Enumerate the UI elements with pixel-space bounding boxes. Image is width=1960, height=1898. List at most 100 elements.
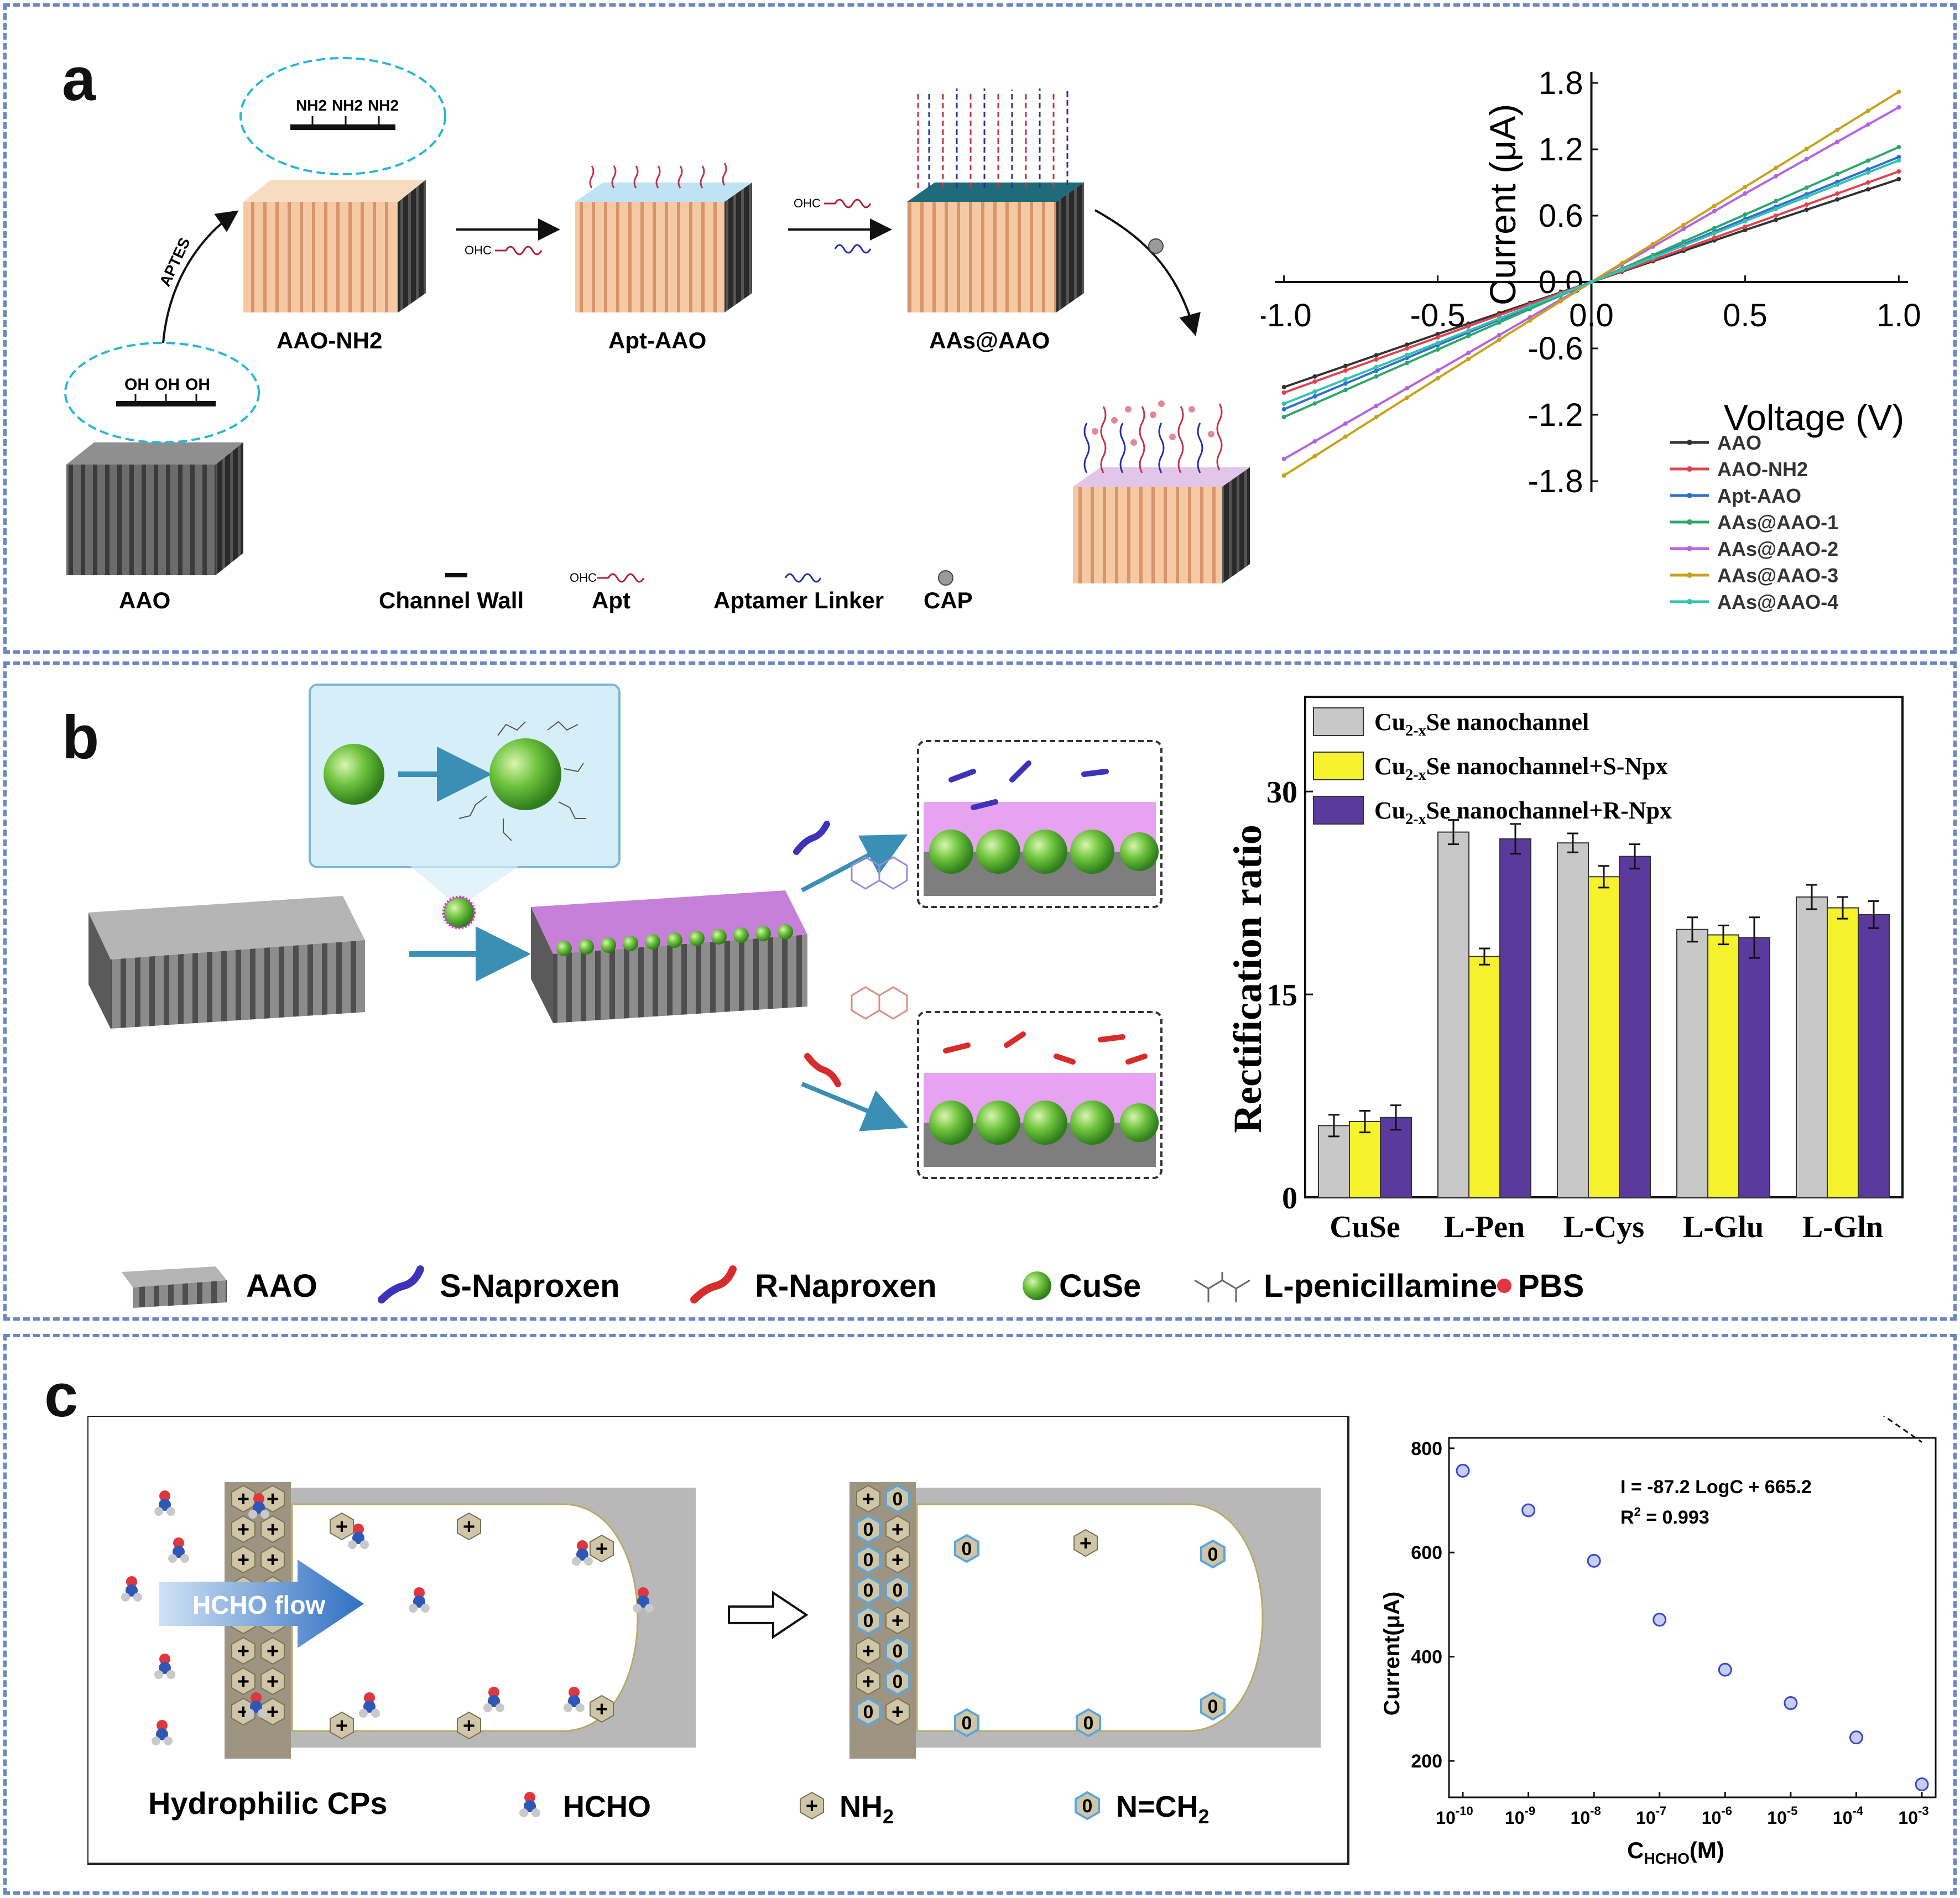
cal-y-tick-label: 600 (1411, 1542, 1442, 1563)
aao-block (66, 442, 243, 575)
legend-apt-prefix: OHC (570, 571, 597, 585)
s-naproxen-molecule-icon (793, 821, 830, 855)
legend-l-penicillamine: L-penicillamine (1264, 1268, 1497, 1304)
iv-y-tick-label: -1.2 (1528, 397, 1583, 433)
s-naproxen-zoom-box (917, 740, 1163, 908)
iv-legend-marker (1687, 519, 1692, 525)
cal-x-tick-label: 10-8 (1571, 1804, 1601, 1828)
iv-data-point (1835, 127, 1840, 132)
iv-data-point (1835, 171, 1840, 176)
cal-data-point (1849, 1730, 1863, 1745)
iv-data-point (1374, 357, 1379, 362)
iv-x-tick-label: 0.0 (1569, 298, 1614, 333)
functionalized-particle-small (442, 895, 476, 930)
aas-aao-block (907, 88, 1084, 312)
iv-legend-label: AAs@AAO-4 (1717, 591, 1838, 613)
iv-data-point (1343, 388, 1348, 393)
cal-x-tick-label: 10-3 (1898, 1804, 1928, 1828)
bar-y-tick-label: 0 (1282, 1181, 1297, 1216)
bar-legend-swatch (1313, 752, 1364, 780)
iv-data-point (1896, 158, 1901, 163)
iv-data-point (1497, 316, 1502, 321)
cal-data-point (1587, 1553, 1601, 1568)
iv-data-point (1896, 169, 1901, 174)
iv-data-point (1650, 242, 1655, 247)
cuse-sphere-functionalized (489, 738, 561, 810)
iv-legend-marker (1687, 572, 1692, 578)
hydrophilic-cps-caption: Hydrophilic CPs (148, 1786, 388, 1821)
iv-legend-label: AAs@AAO-2 (1717, 538, 1838, 560)
iv-data-point (1712, 204, 1717, 208)
iv-data-point (1620, 260, 1625, 265)
iv-data-point (1312, 401, 1317, 406)
oh-label-1: OH (124, 376, 149, 394)
iv-data-point (1650, 255, 1655, 260)
iv-data-point (1343, 363, 1348, 368)
iv-data-point (1281, 457, 1286, 461)
apt-strand-icon-1 (495, 246, 543, 255)
iv-legend-marker (1687, 466, 1692, 472)
r-naproxen-legend-icon (690, 1265, 737, 1303)
iv-data-point (1528, 318, 1532, 323)
legend-channel-wall: Channel Wall (379, 587, 524, 613)
iv-legend-label: AAO (1717, 431, 1761, 454)
iv-data-point (1896, 145, 1901, 149)
cal-y-axis-label: Current(μA) (1380, 1592, 1404, 1715)
iv-data-point (1497, 337, 1502, 342)
iv-y-tick-label: 1.8 (1539, 65, 1583, 101)
iv-data-point (1466, 328, 1471, 333)
iv-data-point (1343, 421, 1348, 426)
bar-y-tick-label: 30 (1266, 775, 1297, 810)
iv-data-point (1312, 394, 1317, 399)
aptamer-linker-icon-1 (834, 244, 872, 254)
iv-data-point (1435, 341, 1440, 345)
nh2-label-3: NH2 (368, 97, 399, 114)
iv-data-point (1620, 268, 1625, 272)
cal-x-tick-label: 10-9 (1505, 1804, 1535, 1828)
iv-data-point (1374, 353, 1379, 358)
iv-data-point (1312, 374, 1317, 379)
ohc-label-2: OHC (794, 196, 821, 210)
legend-cap: CAP (924, 587, 973, 613)
bar (1588, 876, 1620, 1198)
nh2-label-2: NH2 (332, 97, 363, 114)
panel-c (3, 1334, 1957, 1895)
iv-data-point (1374, 404, 1379, 408)
iv-data-point (1681, 222, 1686, 227)
bar-legend-label: Cu2-xSe nanochannel (1374, 708, 1589, 739)
iv-data-point (1681, 239, 1686, 244)
iv-data-point (1405, 386, 1410, 390)
iv-y-tick-label: -0.6 (1528, 331, 1583, 367)
legend-n-ch2: N=CH2 (1116, 1790, 1210, 1828)
aptamer-linker-legend-icon (784, 573, 822, 583)
iv-data-point (1804, 185, 1809, 190)
iv-data-point (1405, 361, 1410, 366)
iv-data-point (1712, 209, 1717, 213)
bar-category-label: L-Cys (1563, 1210, 1644, 1244)
panel-b-legend: AAO S-Naproxen R-Naproxen CuSe L-penicil… (122, 1265, 1584, 1308)
iv-data-point (1865, 108, 1870, 113)
cal-y-tick-label: 400 (1411, 1647, 1442, 1668)
cal-x-tick-label: 10-7 (1636, 1804, 1666, 1828)
cal-y-tick-label: 200 (1411, 1751, 1442, 1772)
iv-data-point (1743, 225, 1748, 229)
iv-data-point (1466, 351, 1471, 355)
l-penicillamine-ligands (458, 721, 586, 841)
iv-data-point (1435, 376, 1440, 380)
cal-x-tick-label: 10-5 (1767, 1804, 1797, 1828)
iv-data-point (1405, 342, 1410, 347)
iv-data-point (1435, 368, 1440, 373)
iv-data-point (1343, 434, 1348, 439)
cal-data-point (1784, 1696, 1798, 1710)
bar (1827, 907, 1859, 1198)
hcho-flow-label: HCHO flow (192, 1591, 325, 1619)
iv-data-point (1466, 333, 1471, 338)
nh2-zoom-bubble (239, 57, 446, 175)
cal-data-point (1521, 1503, 1536, 1518)
iv-x-tick-label: -1.0 (1261, 298, 1312, 333)
iv-data-point (1558, 299, 1563, 304)
iv-data-point (1343, 377, 1348, 382)
transition-arrow (728, 1591, 809, 1639)
bar (1676, 929, 1708, 1198)
iv-data-point (1896, 177, 1901, 181)
